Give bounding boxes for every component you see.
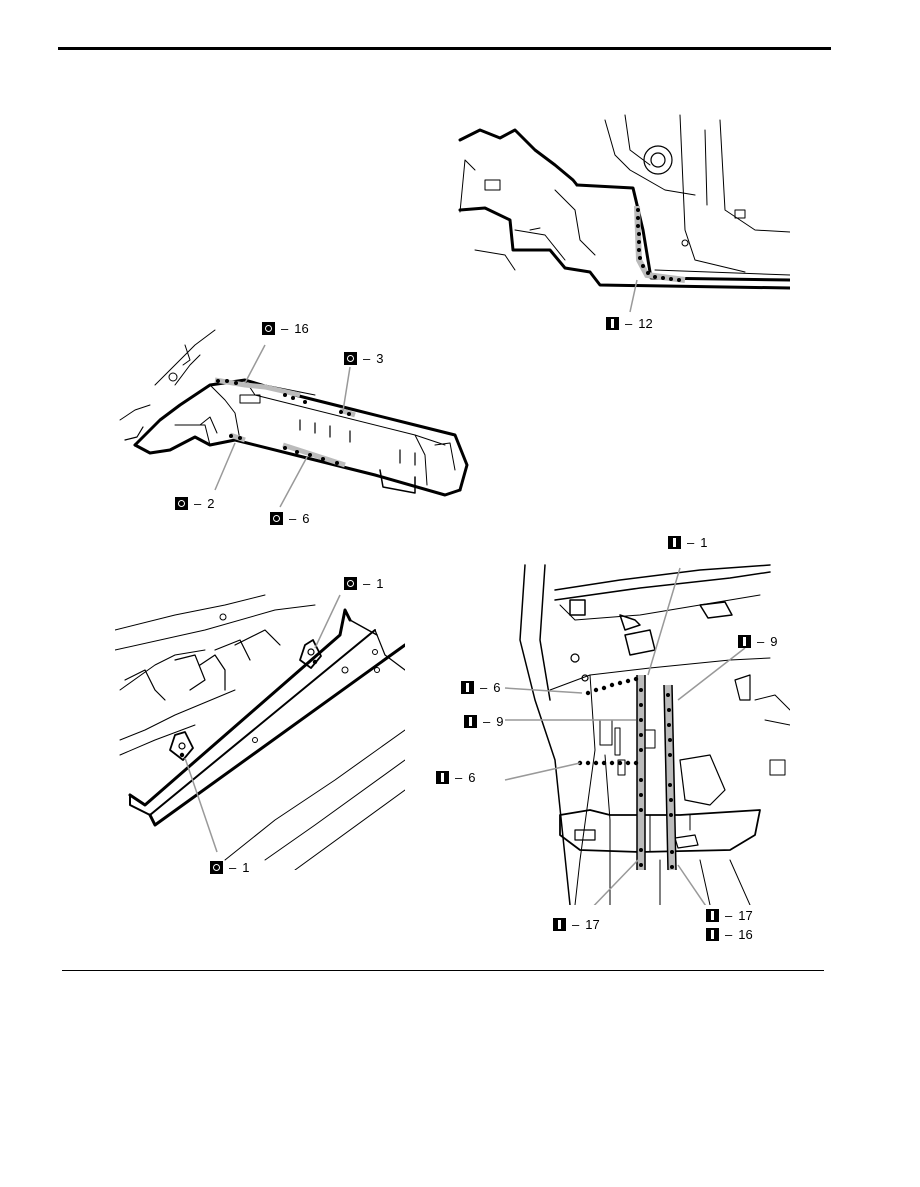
spot-weld-icon [262, 322, 275, 335]
seam-weld-icon [668, 536, 681, 549]
callout-number: 17 [738, 908, 753, 923]
callout-seam-6-lower: – 6 [436, 771, 475, 784]
callout-number: 3 [376, 351, 384, 366]
figure-rear-floor [500, 560, 790, 905]
footer-rule [62, 970, 824, 971]
callout-number: 1 [242, 860, 250, 875]
callout-seam-9-right: – 9 [738, 635, 777, 648]
callout-number: 17 [585, 917, 600, 932]
callout-spot-1-top: – 1 [344, 577, 383, 590]
weld-dots [179, 659, 318, 758]
callout-spot-2: – 2 [175, 497, 214, 510]
spot-weld-icon [175, 497, 188, 510]
weld-dots [636, 208, 681, 282]
callout-spot-16: – 16 [262, 322, 309, 335]
callout-number: 2 [207, 496, 215, 511]
callout-number: 6 [468, 770, 476, 785]
figure-rail-brackets [115, 590, 405, 870]
callout-spot-1-bottom: – 1 [210, 861, 249, 874]
callout-number: 1 [376, 576, 384, 591]
seam-weld-icon [461, 681, 474, 694]
callout-seam-6-upper: – 6 [461, 681, 500, 694]
seam-weld-icon [553, 918, 566, 931]
spot-weld-icon [270, 512, 283, 525]
spot-weld-icon [344, 577, 357, 590]
seam-weld-icon [706, 928, 719, 941]
callout-seam-16: – 16 [706, 928, 753, 941]
callout-seam-1: – 1 [668, 536, 707, 549]
figure-rear-pillar-sill [455, 110, 790, 320]
seam-weld-icon [606, 317, 619, 330]
callout-number: 1 [700, 535, 708, 550]
callout-number: 6 [493, 680, 501, 695]
figure-rail-brackets-drawing [115, 594, 405, 870]
spot-weld-icon [210, 861, 223, 874]
spot-weld-icon [344, 352, 357, 365]
seam-weld-icon [436, 771, 449, 784]
figure-rear-pillar-sill-drawing [458, 114, 790, 313]
callout-seam-9-left: – 9 [464, 715, 503, 728]
weld-dots [577, 676, 674, 869]
seam-weld-icon [464, 715, 477, 728]
seam-weld-icon [738, 635, 751, 648]
callout-number: 12 [638, 316, 653, 331]
callout-spot-6: – 6 [270, 512, 309, 525]
seam-weld-icon [706, 909, 719, 922]
callout-number: 6 [302, 511, 310, 526]
callout-number: 9 [770, 634, 778, 649]
callout-number: 16 [738, 927, 753, 942]
callout-seam-17-left: – 17 [553, 918, 600, 931]
header-rule [58, 47, 831, 50]
callout-seam-12: – 12 [606, 317, 653, 330]
callout-spot-3: – 3 [344, 352, 383, 365]
callout-number: 16 [294, 321, 309, 336]
callout-seam-17-right: – 17 [706, 909, 753, 922]
callout-number: 9 [496, 714, 504, 729]
weld-dots [216, 379, 351, 465]
figure-side-member [115, 325, 475, 525]
figure-side-member-drawing [119, 329, 469, 508]
figure-rear-floor-drawing [504, 564, 790, 905]
